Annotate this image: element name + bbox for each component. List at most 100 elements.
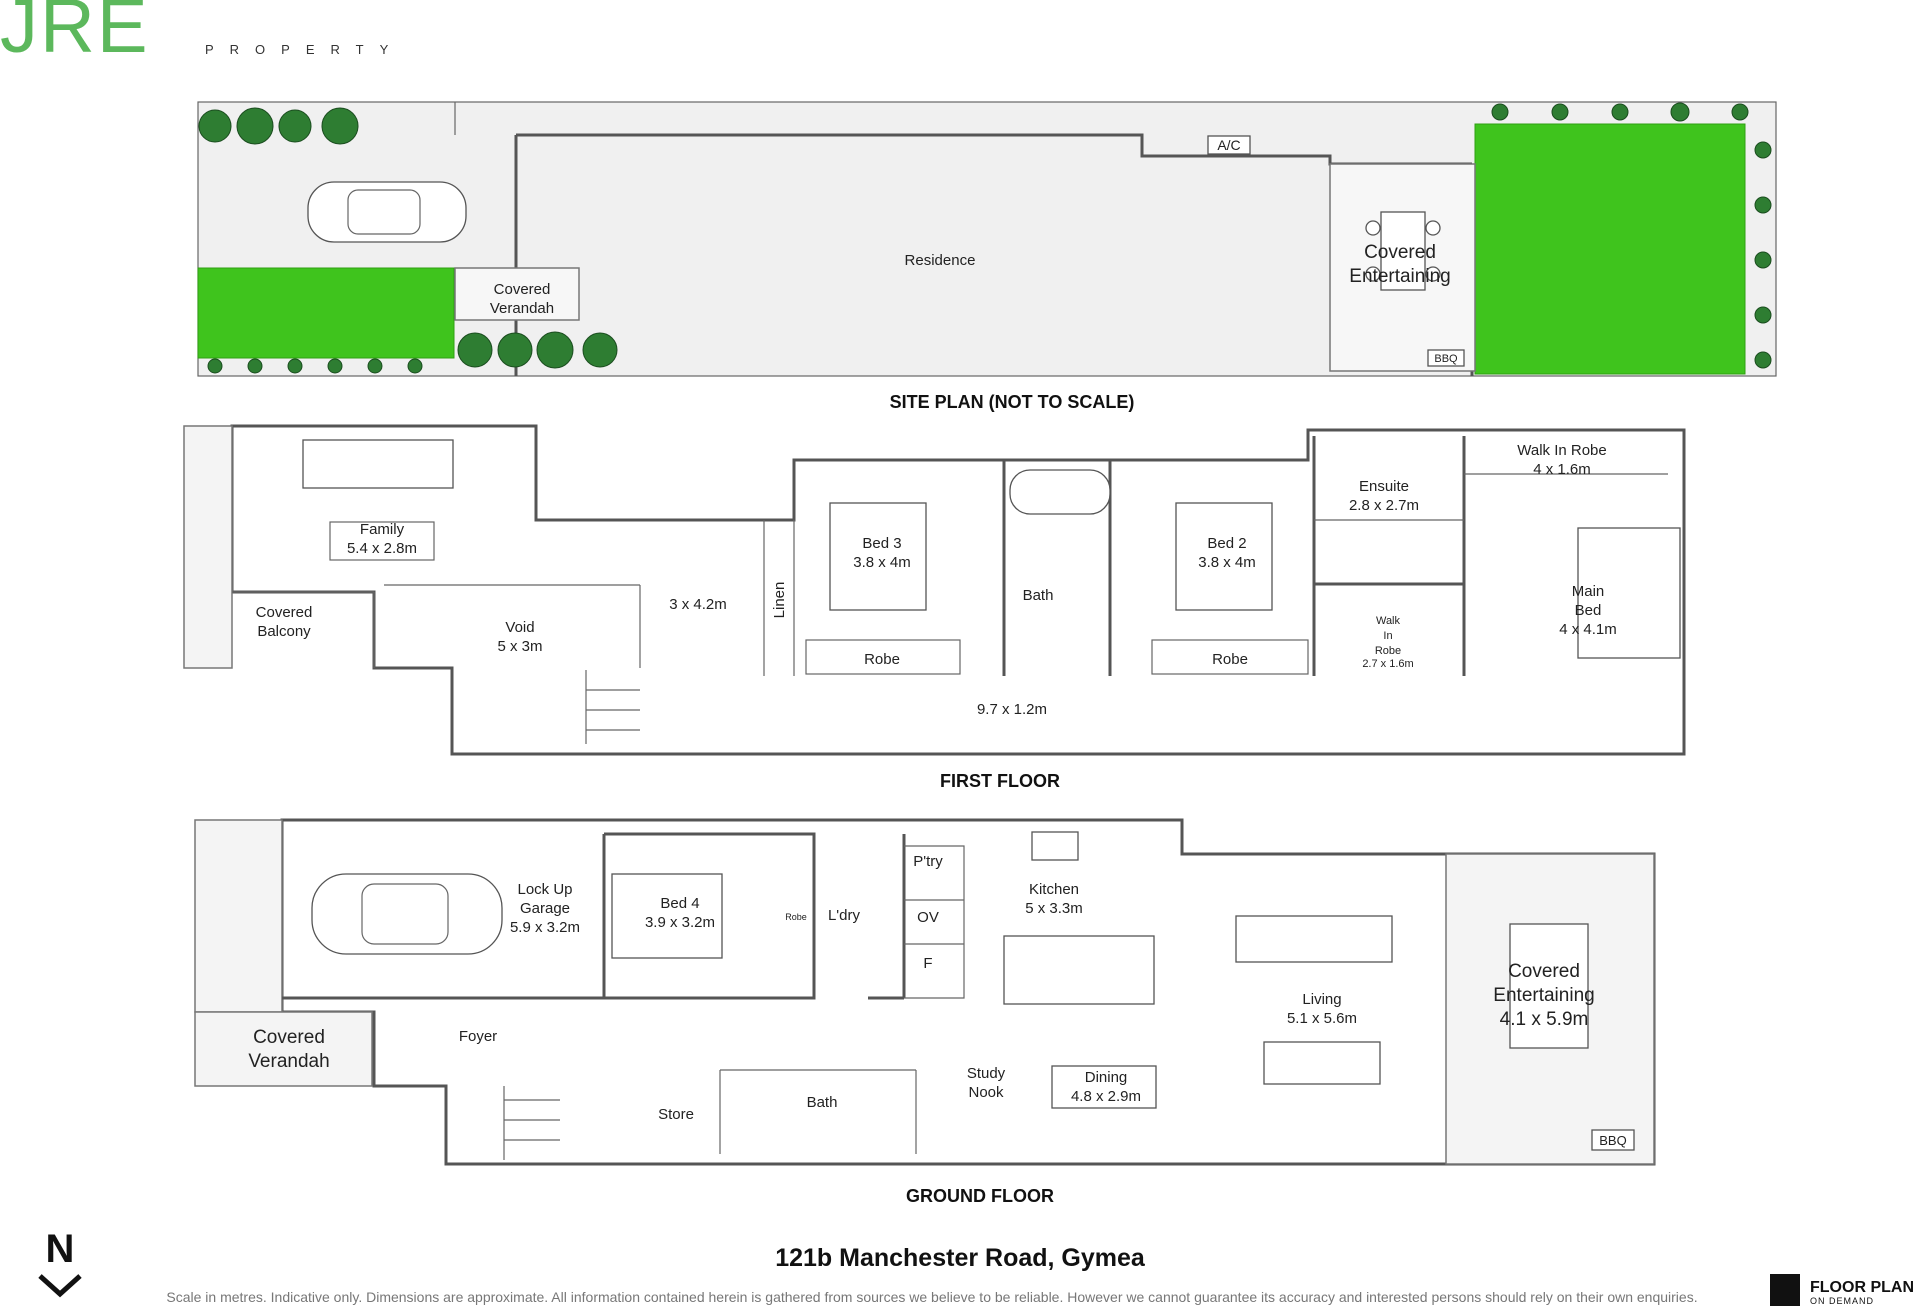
site-ac-label: A/C [1217, 137, 1240, 153]
wir-dim: 4 x 1.6m [1533, 461, 1591, 478]
ground-robe-label: Robe [785, 912, 807, 922]
tree-icon [1754, 251, 1772, 269]
ground-bath-label: Bath [807, 1094, 838, 1111]
garage-car-roof [361, 883, 449, 945]
north-arrow: N [38, 1227, 82, 1298]
study-label-1: Study [967, 1065, 1006, 1082]
site-chair [1365, 266, 1381, 282]
first-floor-title: FIRST FLOOR [940, 771, 1060, 791]
pantry-oven-fridge [904, 845, 965, 999]
site-verandah-label-1: Covered [494, 281, 551, 298]
dining-table [1051, 1065, 1157, 1109]
disclaimer-text: Scale in metres. Indicative only. Dimens… [166, 1289, 1697, 1305]
tree-icon [236, 107, 274, 145]
ground-floor-stairs [503, 1086, 560, 1160]
logo-sub-text: PROPERTY [205, 42, 404, 57]
site-boundary [197, 101, 1777, 377]
car-body [307, 181, 467, 243]
ground-floor-title: GROUND FLOOR [906, 1186, 1054, 1206]
study-label-2: Nook [968, 1084, 1004, 1101]
laundry-label: L'dry [828, 907, 861, 924]
first-floor-stairs [585, 670, 640, 744]
tree-icon [367, 358, 383, 374]
ground-verandah-label-2: Verandah [248, 1051, 329, 1072]
side-path-area [194, 819, 283, 1013]
front-lawn [197, 267, 455, 359]
garage-car [311, 873, 503, 955]
main-bed-bed [1577, 527, 1681, 659]
site-plan: A/C BBQ Residence Covered Verandah Cover… [197, 101, 1777, 412]
living-sofa [1235, 915, 1393, 963]
ground-bbq-label: BBQ [1599, 1133, 1626, 1148]
bed2-bed [1175, 502, 1273, 611]
covered-balcony-area [183, 425, 233, 669]
tree-icon [1754, 141, 1772, 159]
tree-icon [1754, 351, 1772, 369]
tree-icon [1731, 103, 1749, 121]
tree-icon [278, 109, 312, 143]
site-chair [1425, 266, 1441, 282]
site-hedges [198, 102, 1772, 374]
tree-icon [536, 331, 574, 369]
ensuite-label: Ensuite [1359, 478, 1409, 495]
tree-icon [1551, 103, 1569, 121]
site-table [1380, 211, 1426, 291]
ensuite-dim: 2.8 x 2.7m [1349, 497, 1419, 514]
wir2-dim: 2.7 x 1.6m [1362, 658, 1413, 670]
tree-icon [457, 332, 493, 368]
tree-icon [407, 358, 423, 374]
tree-icon [1754, 196, 1772, 214]
void-label: Void [505, 619, 534, 636]
first-floor-plan: Family 5.4 x 2.8m Covered Balcony Void 5… [183, 424, 1686, 791]
hall-dim: 9.7 x 1.2m [977, 701, 1047, 718]
logo-main-text: JRE [0, 0, 150, 69]
site-bbq-label: BBQ [1434, 353, 1458, 365]
jre-logo: JRE PROPERTY [0, 0, 404, 69]
balcony-label-1: Covered [256, 604, 313, 621]
bed3-label: Bed 3 [862, 535, 901, 552]
kitchen-dim: 5 x 3.3m [1025, 900, 1083, 917]
ground-verandah-label-1: Covered [253, 1027, 325, 1048]
pantry-label: P'try [913, 853, 943, 870]
bed4-label: Bed 4 [660, 895, 699, 912]
ensuite-walls [1314, 473, 1668, 521]
ground-floor-plan: Lock Up Garage 5.9 x 3.2m Bed 4 3.9 x 3.… [194, 818, 1656, 1206]
tree-icon [1670, 102, 1690, 122]
void-walls [232, 520, 795, 676]
oven-label: OV [917, 909, 939, 926]
ac-unit [1207, 135, 1251, 155]
fpod-subtitle: ON DEMAND [1810, 1296, 1874, 1306]
bed4-bed [611, 873, 723, 959]
bed3-dim: 3.8 x 4m [853, 554, 911, 571]
stair-area-dim: 3 x 4.2m [669, 596, 727, 613]
kitchen-island [1003, 935, 1155, 1005]
property-address: 121b Manchester Road, Gymea [775, 1244, 1146, 1272]
site-dining-set [1365, 211, 1441, 291]
wir2-label-1: Walk [1376, 615, 1401, 627]
dining-dim: 4.8 x 2.9m [1071, 1088, 1141, 1105]
store-label: Store [658, 1106, 694, 1123]
tree-icon [1754, 306, 1772, 324]
site-residence-label: Residence [905, 252, 976, 269]
fridge-label: F [923, 955, 932, 972]
tree-icon [321, 107, 359, 145]
ground-entertaining-dim: 4.1 x 5.9m [1500, 1009, 1589, 1030]
main-bed-label-1: Main [1572, 583, 1605, 600]
dining-label: Dining [1085, 1069, 1128, 1086]
family-dim: 5.4 x 2.8m [347, 540, 417, 557]
kitchen-label: Kitchen [1029, 881, 1079, 898]
bed3-bed [829, 502, 927, 611]
cooktop [1031, 831, 1079, 861]
bathtub [1009, 469, 1111, 515]
tree-icon [207, 358, 223, 374]
robe3-box [805, 639, 961, 675]
linen-label: Linen [771, 582, 788, 619]
tree-icon [582, 332, 618, 368]
site-entertaining-label-2: Entertaining [1349, 266, 1450, 287]
bed2-dim: 3.8 x 4m [1198, 554, 1256, 571]
living-tv-unit [1263, 1041, 1381, 1085]
site-chair [1425, 220, 1441, 236]
first-bath-label: Bath [1023, 587, 1054, 604]
ground-entertaining-label-2: Entertaining [1493, 985, 1594, 1006]
family-sofa [302, 439, 454, 489]
